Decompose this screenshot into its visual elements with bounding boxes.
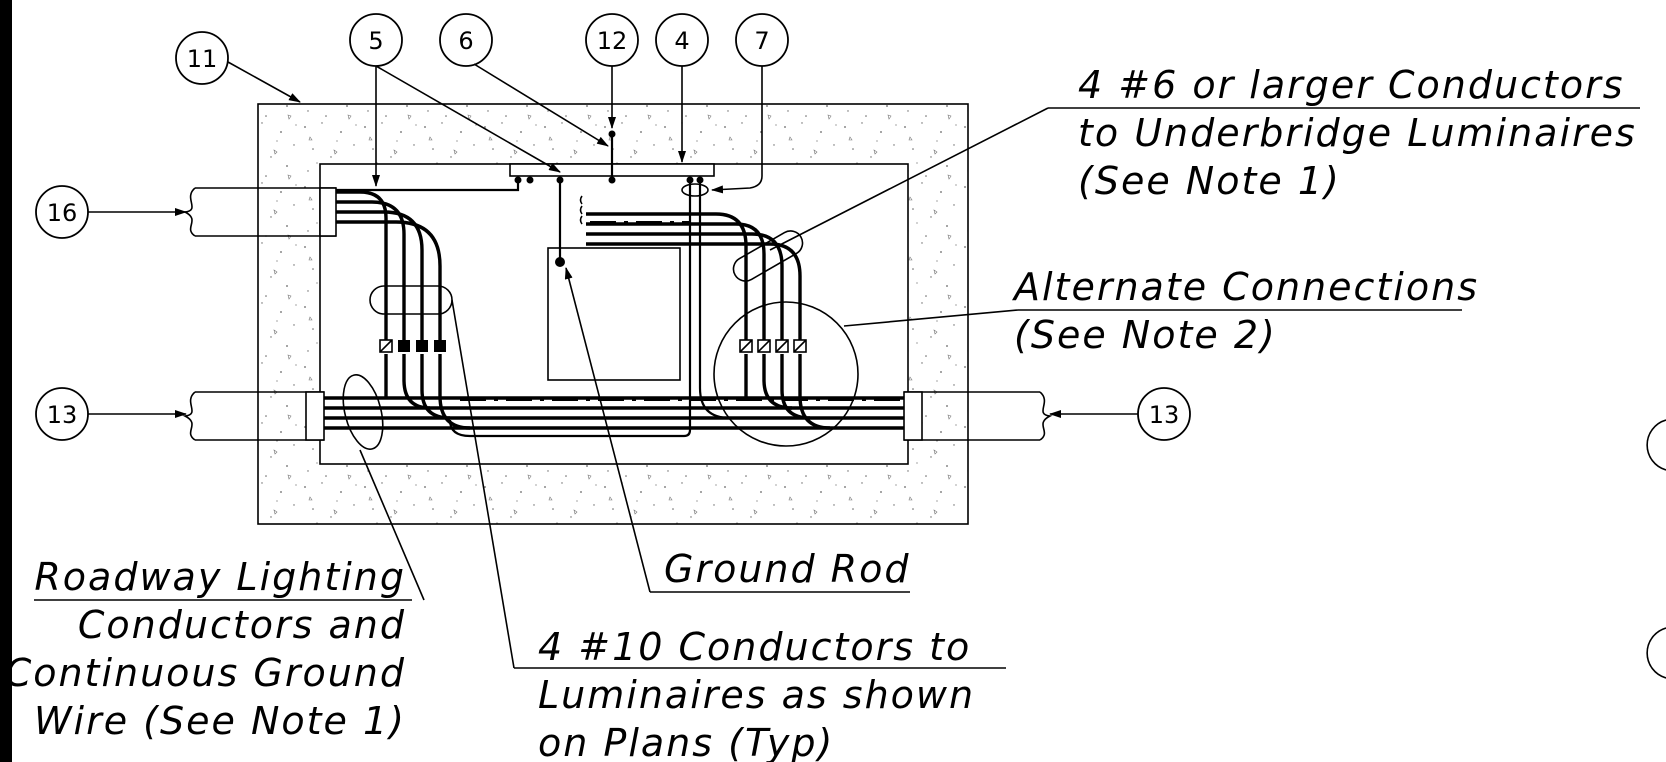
callout-4: 4	[655, 13, 709, 163]
sheet-border	[0, 0, 12, 762]
svg-text:Wire (See Note 1): Wire (See Note 1)	[34, 699, 406, 743]
label-underbridge: 4 #6 or larger Conductors to Underbridge…	[1078, 63, 1637, 203]
svg-text:12: 12	[597, 27, 628, 55]
leader-lines	[34, 107, 1640, 669]
svg-text:7: 7	[754, 27, 769, 55]
callout-6: 6	[439, 13, 609, 147]
callout-13-right: 13	[1049, 387, 1191, 441]
svg-text:(See Note 2): (See Note 2)	[1014, 313, 1277, 357]
callout-5: 5	[349, 13, 561, 187]
svg-text:11: 11	[187, 45, 218, 73]
svg-text:Luminaires as shown: Luminaires as shown	[538, 673, 975, 717]
alternate-connections-marker	[713, 301, 859, 447]
conduit-left-bottom	[182, 391, 325, 441]
svg-text:Conductors and: Conductors and	[78, 603, 406, 647]
svg-text:4: 4	[674, 27, 689, 55]
label-roadway-lighting: Roadway Lighting Conductors and Continuo…	[5, 555, 406, 743]
svg-text:4 #6 or larger Conductors: 4 #6 or larger Conductors	[1078, 63, 1625, 107]
svg-text:4 #10 Conductors to: 4 #10 Conductors to	[538, 625, 971, 669]
right-conductor-bundle	[586, 212, 831, 430]
svg-text:to Underbridge Luminaires: to Underbridge Luminaires	[1078, 111, 1637, 155]
svg-text:13: 13	[1149, 401, 1180, 429]
callout-11: 11	[175, 31, 301, 103]
callout-12: 12	[585, 13, 639, 129]
through-conductors-marker	[342, 374, 384, 450]
svg-text:6: 6	[458, 27, 473, 55]
svg-text:16: 16	[47, 199, 78, 227]
ground-bus-bar	[336, 130, 731, 438]
callout-7: 7	[711, 13, 789, 194]
ground-rod-box	[547, 247, 681, 381]
callout-16: 16	[35, 185, 187, 239]
svg-text:on Plans (Typ): on Plans (Typ)	[538, 721, 834, 762]
left-conductor-bundle	[336, 190, 471, 430]
label-ground-rod: Ground Rod	[664, 547, 910, 591]
svg-text:Roadway Lighting: Roadway Lighting	[34, 555, 406, 599]
svg-text:13: 13	[47, 401, 78, 429]
svg-text:Continuous Ground: Continuous Ground	[5, 651, 406, 695]
conduit-right-bottom	[903, 391, 1053, 441]
label-alternate-connections: Alternate Connections (See Note 2)	[1011, 265, 1479, 357]
svg-text:Alternate Connections: Alternate Connections	[1011, 265, 1479, 309]
callout-13-left: 13	[35, 387, 187, 441]
offpage-callouts	[1646, 419, 1666, 679]
svg-text:5: 5	[368, 27, 383, 55]
underbridge-bundle-marker	[732, 230, 804, 282]
svg-text:Ground Rod: Ground Rod	[664, 547, 910, 591]
label-10-conductors: 4 #10 Conductors to Luminaires as shown …	[538, 625, 975, 762]
svg-text:(See Note 1): (See Note 1)	[1078, 159, 1341, 203]
